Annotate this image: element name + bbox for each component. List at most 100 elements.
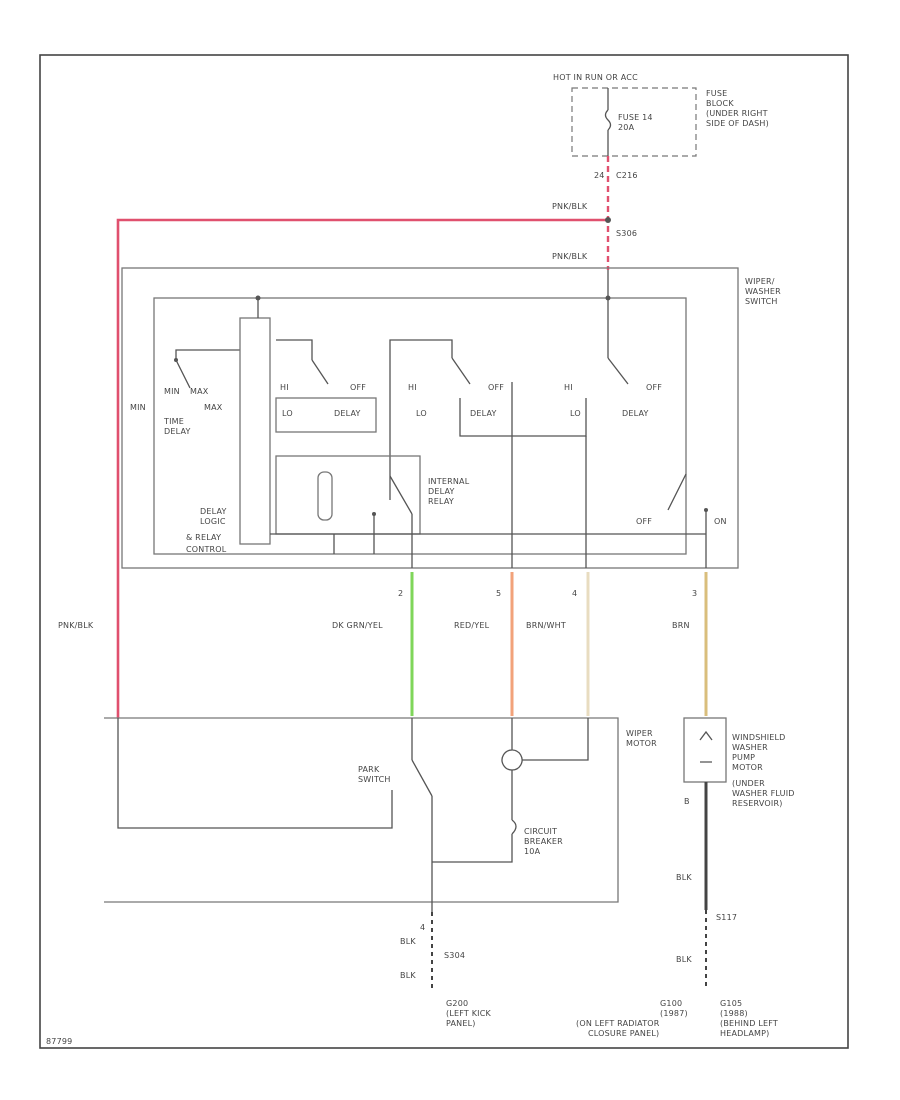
internal-delay-relay-label-1: INTERNAL — [428, 477, 470, 486]
pump-label-1: WINDSHIELD — [732, 733, 786, 742]
pnk-blk-wire-feed — [116, 218, 608, 718]
park-switch-label-2: SWITCH — [358, 775, 391, 784]
pnk-blk-label-top-2: PNK/BLK — [552, 252, 588, 261]
pin-3-label: 3 — [692, 589, 697, 598]
max-label-left: MAX — [204, 403, 223, 412]
washer-pump-motor-box — [683, 717, 727, 783]
switch-label-2: WASHER — [745, 287, 781, 296]
wiper-motor-label-1: WIPER — [626, 729, 653, 738]
circuit-breaker-label-2: BREAKER — [524, 837, 563, 846]
on-label-washer: ON — [714, 517, 727, 526]
hi-label-3: HI — [564, 383, 573, 392]
inner-switch-box — [153, 297, 687, 555]
pin-2-label: 2 — [398, 589, 403, 598]
g200-label-2: (LEFT KICK — [446, 1009, 492, 1018]
min-label-left: MIN — [130, 403, 146, 412]
pump-motor-symbol — [699, 730, 713, 763]
s304-label: S304 — [444, 951, 465, 960]
blk-label-right-2: BLK — [676, 955, 692, 964]
c216-label: C216 — [616, 171, 638, 180]
pin-24-label: 24 — [594, 171, 605, 180]
pnk-blk-label-left: PNK/BLK — [58, 621, 94, 630]
brn-wht-label: BRN/WHT — [526, 621, 566, 630]
delay-logic-label-3: & RELAY — [186, 533, 221, 542]
dk-grn-yel-label: DK GRN/YEL — [332, 621, 383, 630]
brn-label: BRN — [672, 621, 690, 630]
circuit-breaker-label-3: 10A — [524, 847, 541, 856]
wiper-washer-switch-box — [121, 267, 739, 569]
lo-label-1: LO — [282, 409, 293, 418]
hi-label-2: HI — [408, 383, 417, 392]
g105-label-4: HEADLAMP) — [720, 1029, 769, 1038]
diagram-id: 87799 — [46, 1037, 72, 1046]
pump-label-5: (UNDER — [732, 779, 765, 788]
fuse-label-1: FUSE 14 — [618, 113, 653, 122]
delay-logic-label-2: LOGIC — [200, 517, 226, 526]
wiper-motor-box — [104, 717, 619, 903]
switch-label-1: WIPER/ — [745, 277, 775, 286]
pump-label-6: WASHER FLUID — [732, 789, 795, 798]
s306-splice-dot — [605, 217, 611, 223]
max-label: MAX — [190, 387, 209, 396]
off-label-1: OFF — [350, 383, 366, 392]
fuse-label-2: 20A — [618, 123, 635, 132]
pin-5-label: 5 — [496, 589, 501, 598]
internal-delay-relay-label-3: RELAY — [428, 497, 454, 506]
lo-label-2: LO — [416, 409, 427, 418]
fuse-block-label-4: SIDE OF DASH) — [706, 119, 769, 128]
internal-delay-relay-box — [275, 455, 421, 535]
pump-label-3: PUMP — [732, 753, 755, 762]
g100-label-1: G100 — [660, 999, 682, 1008]
pump-label-4: MOTOR — [732, 763, 763, 772]
off-label-3: OFF — [646, 383, 662, 392]
pump-label-7: RESERVOIR) — [732, 799, 783, 808]
switch-label-3: SWITCH — [745, 297, 778, 306]
wiper-motor-label-2: MOTOR — [626, 739, 657, 748]
blk-label-left-1: BLK — [400, 937, 416, 946]
pin-4-ground-label: 4 — [420, 923, 425, 932]
hot-in-run-label: HOT IN RUN OR ACC — [553, 73, 638, 82]
circuit-breaker-label-1: CIRCUIT — [524, 827, 557, 836]
relay-coil — [317, 471, 333, 521]
g105-label-1: G105 — [720, 999, 742, 1008]
pnk-blk-label-top: PNK/BLK — [552, 202, 588, 211]
time-delay-label-1: TIME — [163, 417, 184, 426]
time-delay-label-2: DELAY — [164, 427, 191, 436]
s117-label: S117 — [716, 913, 737, 922]
delay-logic-label-4: CONTROL — [186, 545, 227, 554]
fuse-block-label-3: (UNDER RIGHT — [706, 109, 768, 118]
park-switch-label-1: PARK — [358, 765, 380, 774]
delay-label-1: DELAY — [334, 409, 361, 418]
pump-label-2: WASHER — [732, 743, 768, 752]
g100-label-4: CLOSURE PANEL) — [588, 1029, 659, 1038]
min-label: MIN — [164, 387, 180, 396]
circuit-breaker-symbol — [432, 819, 517, 863]
delay-label-3: DELAY — [622, 409, 649, 418]
s306-label: S306 — [616, 229, 637, 238]
diagram-frame — [39, 54, 849, 1049]
delay-logic-module — [239, 317, 271, 545]
off-label-2: OFF — [488, 383, 504, 392]
fuse-symbol — [604, 109, 612, 131]
g200-label-3: PANEL) — [446, 1019, 476, 1028]
delay-logic-label-1: DELAY — [200, 507, 227, 516]
switch-group-1-box — [275, 397, 377, 433]
g100-label-3: (ON LEFT RADIATOR — [576, 1019, 660, 1028]
blk-label-right-1: BLK — [676, 873, 692, 882]
red-yel-label: RED/YEL — [454, 621, 490, 630]
g100-label-2: (1987) — [660, 1009, 688, 1018]
delay-label-2: DELAY — [470, 409, 497, 418]
off-label-washer: OFF — [636, 517, 652, 526]
g105-label-2: (1988) — [720, 1009, 748, 1018]
g105-label-3: (BEHIND LEFT — [720, 1019, 778, 1028]
fuse-block-label-1: FUSE — [706, 89, 727, 98]
pin-b-label: B — [684, 797, 690, 806]
motor-armature — [501, 718, 589, 771]
hi-label-1: HI — [280, 383, 289, 392]
lo-label-3: LO — [570, 409, 581, 418]
blk-label-left-2: BLK — [400, 971, 416, 980]
fuse-block-outline — [571, 87, 697, 157]
fuse-block-label-2: BLOCK — [706, 99, 734, 108]
g200-label-1: G200 — [446, 999, 468, 1008]
